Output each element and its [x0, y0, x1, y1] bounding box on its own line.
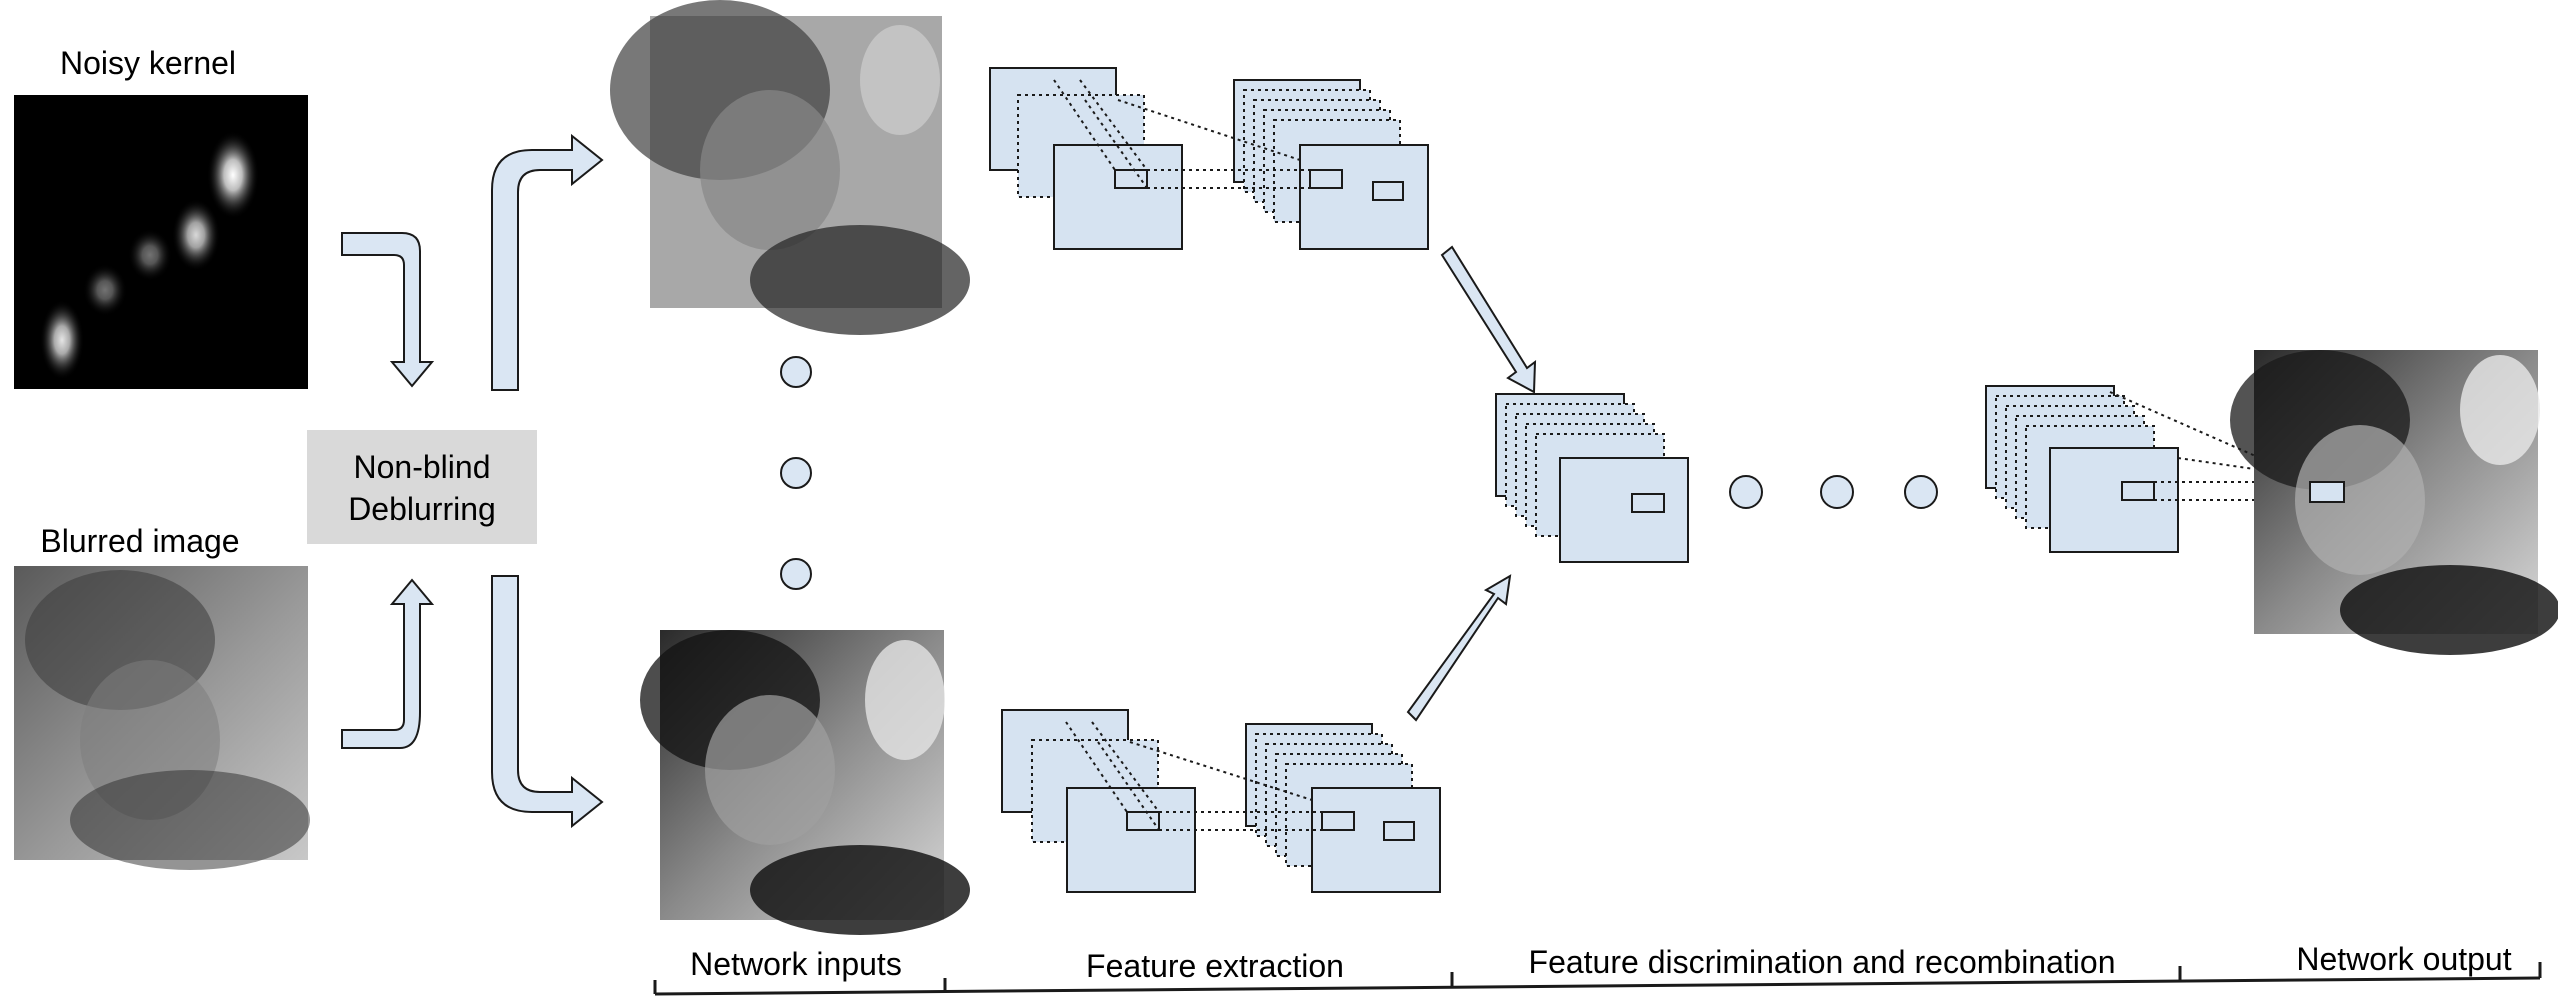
- noisy-kernel-image: [14, 95, 308, 389]
- ellipsis-dot: [780, 356, 812, 388]
- deblur-to-input2-arrow: [491, 575, 604, 829]
- kernel-to-deblur-arrow: [341, 232, 435, 388]
- blurred-image-label: Blurred image: [40, 523, 239, 559]
- ellipsis-dot: [780, 558, 812, 590]
- bottom-branch-arrow: [1406, 574, 1512, 722]
- blurred-image: [14, 566, 310, 870]
- ellipsis-dot: [1729, 475, 1763, 509]
- top-branch-arrow: [1440, 245, 1537, 394]
- feature-map-stack: [1495, 393, 1689, 563]
- section-label-feature-extraction: Feature extraction: [1086, 948, 1344, 984]
- ellipsis-dot: [780, 457, 812, 489]
- feature-map-stack: [1001, 709, 1196, 893]
- deblur-to-input1-arrow: [491, 133, 604, 391]
- image-to-deblur-arrow: [341, 578, 435, 749]
- section-label-network-output: Network output: [2296, 941, 2511, 977]
- feature-map-stack: [989, 67, 1183, 250]
- feature-map-stack: [1985, 385, 2179, 553]
- feature-map-stack: [1117, 79, 1429, 250]
- feature-map-stack: [1129, 723, 1441, 893]
- network-input-image-2: [640, 630, 970, 935]
- ellipsis-dot: [1820, 475, 1854, 509]
- noisy-kernel-label: Noisy kernel: [60, 45, 236, 81]
- network-input-image-1: [610, 0, 970, 335]
- projection-lines: [2109, 391, 2345, 501]
- section-label-network-inputs: Network inputs: [690, 946, 902, 982]
- ellipsis-dot: [1904, 475, 1938, 509]
- section-bracket: [653, 962, 2542, 996]
- non-blind-deblurring-box: Non-blind Deblurring: [307, 430, 537, 544]
- section-label-feature-discrimination: Feature discrimination and recombination: [1529, 944, 2116, 980]
- deblur-label-line1: Non-blind: [354, 449, 491, 485]
- network-output-image: [2230, 350, 2558, 655]
- deblur-label-line2: Deblurring: [348, 491, 496, 527]
